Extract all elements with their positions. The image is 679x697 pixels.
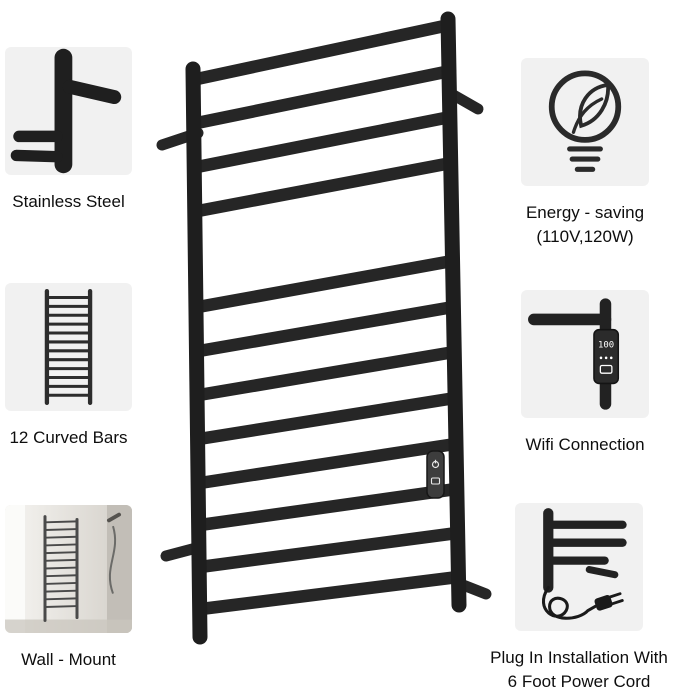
panel-display-text: 100 (598, 341, 614, 351)
power-plug (594, 592, 624, 611)
display-icon (430, 477, 441, 485)
feature-plug-in: Plug In Installation With 6 Foot Power C… (478, 503, 679, 693)
power-cord-icon (515, 503, 643, 631)
feature-wall-mount: Wall - Mount (5, 505, 132, 671)
feature-energy-saving: Energy - saving (110V,120W) (510, 58, 660, 248)
feature-wifi: 100 Wifi Connection (510, 290, 660, 456)
feature-label-wifi: Wifi Connection (525, 435, 645, 454)
feature-label-energy-saving-spec: (110V,120W) (536, 227, 634, 246)
wifi-display-icon: 100 (521, 290, 649, 418)
feature-stainless-steel: Stainless Steel (5, 47, 132, 213)
control-panel (426, 450, 445, 499)
rack-rails (185, 11, 467, 645)
feature-label-plug-in: Plug In Installation With (490, 648, 668, 667)
steel-tube-icon (5, 47, 132, 175)
photo-rack (43, 515, 79, 622)
feature-label-energy-saving: Energy - saving (525, 203, 645, 222)
feature-label-wall-mount: Wall - Mount (21, 650, 116, 669)
rack-bars (190, 18, 465, 616)
feature-label-stainless-steel: Stainless Steel (12, 192, 125, 211)
feature-label-plug-in-cord: 6 Foot Power Cord (507, 672, 651, 691)
feature-curved-bars: 12 Curved Bars (5, 283, 132, 449)
feature-label-curved-bars: 12 Curved Bars (9, 428, 128, 447)
photo-shower (107, 512, 121, 594)
bathroom-photo (5, 505, 132, 633)
ladder-icon (5, 283, 132, 411)
power-cord (541, 585, 599, 620)
eco-bulb-icon (521, 58, 649, 186)
